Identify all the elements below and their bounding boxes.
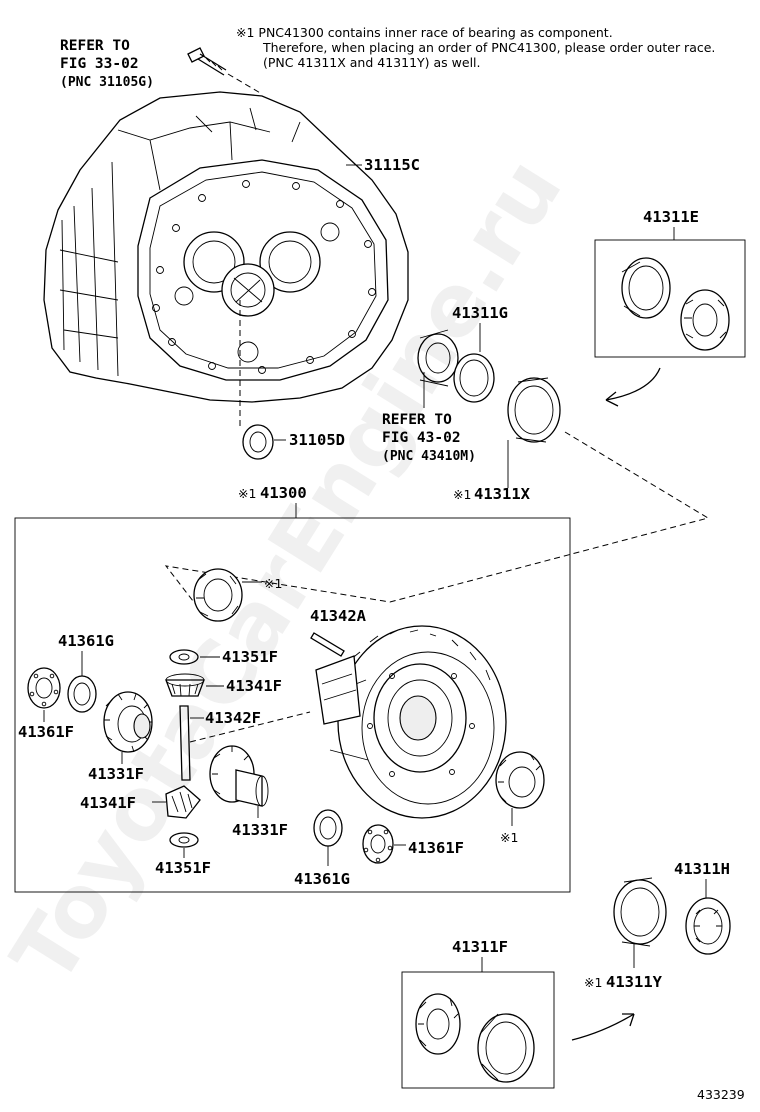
guide-diff <box>164 431 710 611</box>
box-41311E <box>594 239 746 358</box>
note-line-3: (PNC 41311X and 41311Y) as well. <box>263 55 481 70</box>
label-41361G-bottom: 41361G <box>294 870 350 888</box>
label-41342A: 41342A <box>310 607 367 625</box>
washer-41351F-top-icon <box>169 649 199 665</box>
ring-gear-icon <box>315 625 507 819</box>
bearing-41311F-icon <box>415 993 535 1083</box>
shaft-41342F-icon <box>179 705 191 781</box>
arrowhead-41311E <box>605 391 619 407</box>
box-41300 <box>14 517 571 893</box>
bearing-41311H-icon <box>613 877 731 955</box>
bearing-inner-right-icon <box>495 751 545 809</box>
pin-41342A-icon <box>310 632 345 657</box>
label-41351F-bottom: 41351F <box>155 859 211 877</box>
label-41351F-top: 41351F <box>222 648 278 666</box>
ref-fig33: REFER TO FIG 33-02 (PNC 31105G) <box>60 38 154 90</box>
mark-bearing-right: ※1 <box>500 830 518 845</box>
label-41300: 41300 <box>260 484 307 502</box>
label-41311E: 41311E <box>643 208 699 226</box>
arrowhead-41311F <box>622 1013 635 1027</box>
label-41311X: 41311X <box>474 485 531 503</box>
ref-fig43-line3: (PNC 43410M) <box>382 449 476 464</box>
label-41341F-top: 41341F <box>226 677 282 695</box>
bearing-41311G-icon <box>417 329 561 443</box>
side-gear-41331F-mid-icon <box>209 745 269 807</box>
plate-41361F-right-icon <box>362 824 394 864</box>
bearing-41311E-icon <box>621 257 730 351</box>
arrow-41311E <box>605 367 661 401</box>
ref-fig33-line1: REFER TO <box>60 38 130 54</box>
note-line-2: Therefore, when placing an order of PNC4… <box>262 40 715 55</box>
note-block: ※1 PNC41300 contains inner race of beari… <box>236 25 715 70</box>
label-41361G-left: 41361G <box>58 632 114 650</box>
bearing-inner-top-icon <box>193 568 243 622</box>
washer-41361G-left-icon <box>67 675 97 713</box>
label-41311Y: 41311Y <box>606 973 663 991</box>
label-41311F: 41311F <box>452 938 508 956</box>
label-41331F-left: 41331F <box>88 765 144 783</box>
figure-number: 433239 <box>697 1087 745 1102</box>
mark-41311Y: ※1 <box>584 975 602 990</box>
box-41311F <box>401 971 555 1089</box>
arrow-41311F <box>571 1013 635 1041</box>
ref-fig43-line1: REFER TO <box>382 412 452 428</box>
label-41342F: 41342F <box>205 709 261 727</box>
plate-41361F-left-icon <box>27 667 61 709</box>
ref-fig33-line2: FIG 33-02 <box>60 56 139 72</box>
washer-41351F-bottom-icon <box>169 832 199 848</box>
mark-bearing-top: ※1 <box>264 576 282 591</box>
side-gear-41331F-left-icon <box>103 691 153 753</box>
label-41361F-left: 41361F <box>18 723 74 741</box>
oil-seal-icon <box>242 424 274 460</box>
bolt-icon <box>187 47 263 95</box>
guide-shaft <box>189 711 311 743</box>
ref-fig43-line2: FIG 43-02 <box>382 430 461 446</box>
transaxle-housing <box>43 91 409 403</box>
label-31115C: 31115C <box>364 156 420 174</box>
label-31105D: 31105D <box>289 431 345 449</box>
label-41361F-right: 41361F <box>408 839 464 857</box>
mark-41300: ※1 <box>238 486 256 501</box>
mark-41311X: ※1 <box>453 487 471 502</box>
ref-fig33-line3: (PNC 31105G) <box>60 75 154 90</box>
label-41311H: 41311H <box>674 860 730 878</box>
washer-41361G-bottom-icon <box>313 809 343 847</box>
label-41331F-mid: 41331F <box>232 821 288 839</box>
pinion-41341F-top-icon <box>165 673 205 697</box>
pinion-41341F-left-icon <box>165 785 201 819</box>
label-41341F-left: 41341F <box>80 794 136 812</box>
label-41311G: 41311G <box>452 304 508 322</box>
note-line-1: ※1 PNC41300 contains inner race of beari… <box>236 25 613 40</box>
ref-fig43: REFER TO FIG 43-02 (PNC 43410M) <box>382 412 476 464</box>
